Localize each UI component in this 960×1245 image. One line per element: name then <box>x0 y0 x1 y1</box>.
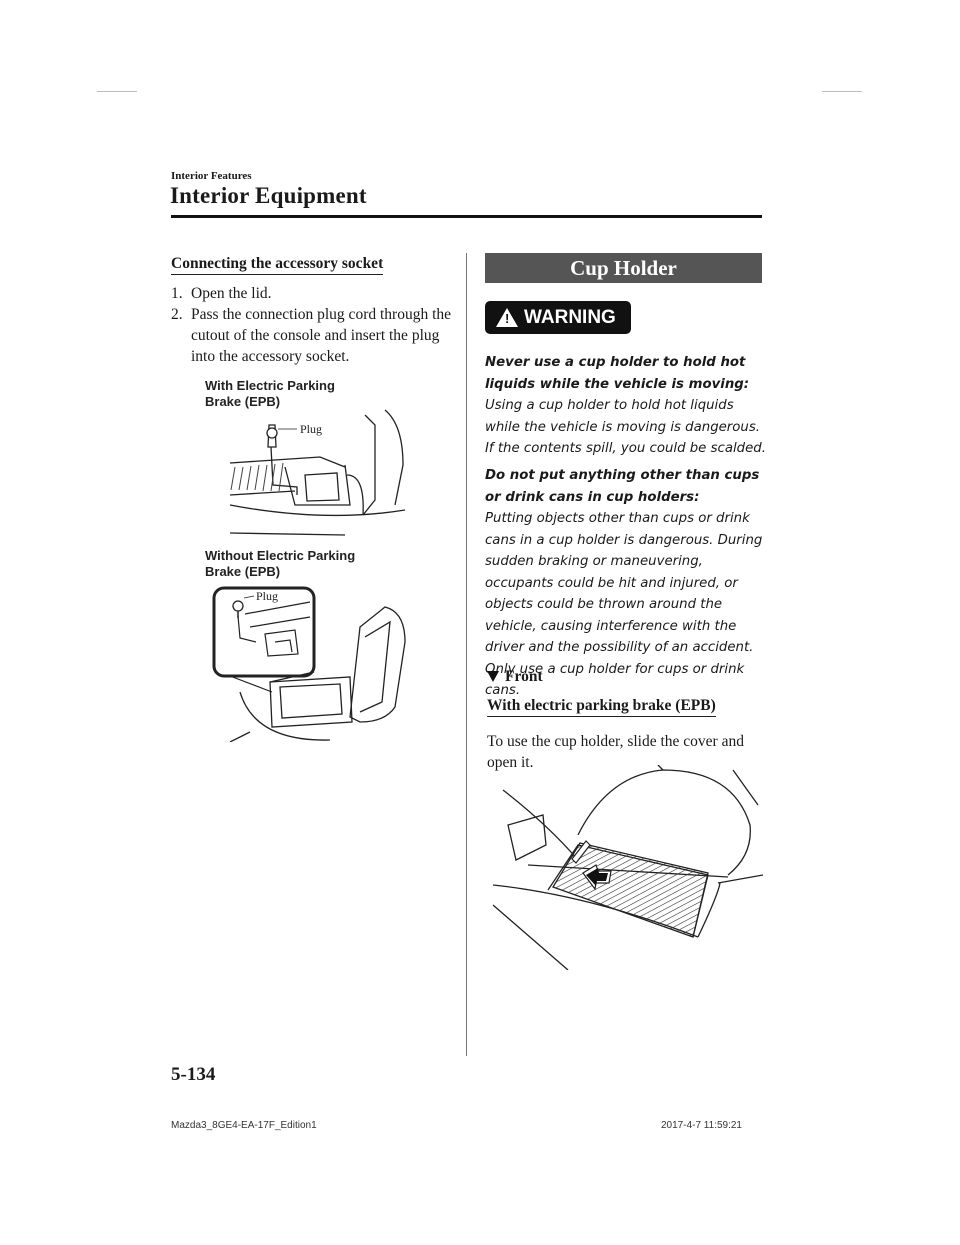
warning-block-objects: Do not put anything other than cups or d… <box>485 468 763 698</box>
cup-holder-section-title: Cup Holder <box>485 253 762 283</box>
accessory-socket-subheading: Connecting the accessory socket <box>171 255 384 275</box>
step-list: 1. Open the lid. 2. Pass the connection … <box>171 283 456 367</box>
accessory-socket-epb-illustration: Plug <box>229 409 406 536</box>
epb-subheading: With electric parking brake (EPB) <box>487 697 716 717</box>
step-item: 1. Open the lid. <box>171 285 272 302</box>
warning-badge: ! WARNING <box>485 301 631 334</box>
figure-caption-epb: With Electric Parking Brake (EPB) <box>205 378 335 409</box>
cup-holder-instruction: To use the cup holder, slide the cover a… <box>487 733 744 771</box>
cup-holder-cover-illustration <box>492 765 763 970</box>
section-label: Interior Features <box>171 170 252 182</box>
plug-callout-epb: Plug <box>300 422 322 436</box>
footer-timestamp: 2017-4-7 11:59:21 <box>661 1120 742 1131</box>
footer-document-id: Mazda3_8GE4-EA-17F_Edition1 <box>171 1120 317 1131</box>
column-divider <box>466 253 467 1056</box>
title-rule <box>171 215 762 218</box>
step-item: 2. Pass the connection plug cord through… <box>171 306 452 365</box>
page-number: 5-134 <box>171 1064 216 1085</box>
warning-block-hot-liquids: Never use a cup holder to hold hot liqui… <box>485 355 766 456</box>
triangle-down-icon <box>487 671 499 682</box>
page-title: Interior Equipment <box>170 183 367 208</box>
front-heading: Front <box>487 668 543 686</box>
figure-caption-no-epb: Without Electric Parking Brake (EPB) <box>205 548 356 579</box>
warning-triangle-icon <box>496 308 518 327</box>
accessory-socket-no-epb-illustration: Plug <box>212 586 406 742</box>
crop-mark <box>822 91 862 92</box>
crop-mark <box>97 91 137 92</box>
plug-callout-no-epb: Plug <box>256 589 278 603</box>
